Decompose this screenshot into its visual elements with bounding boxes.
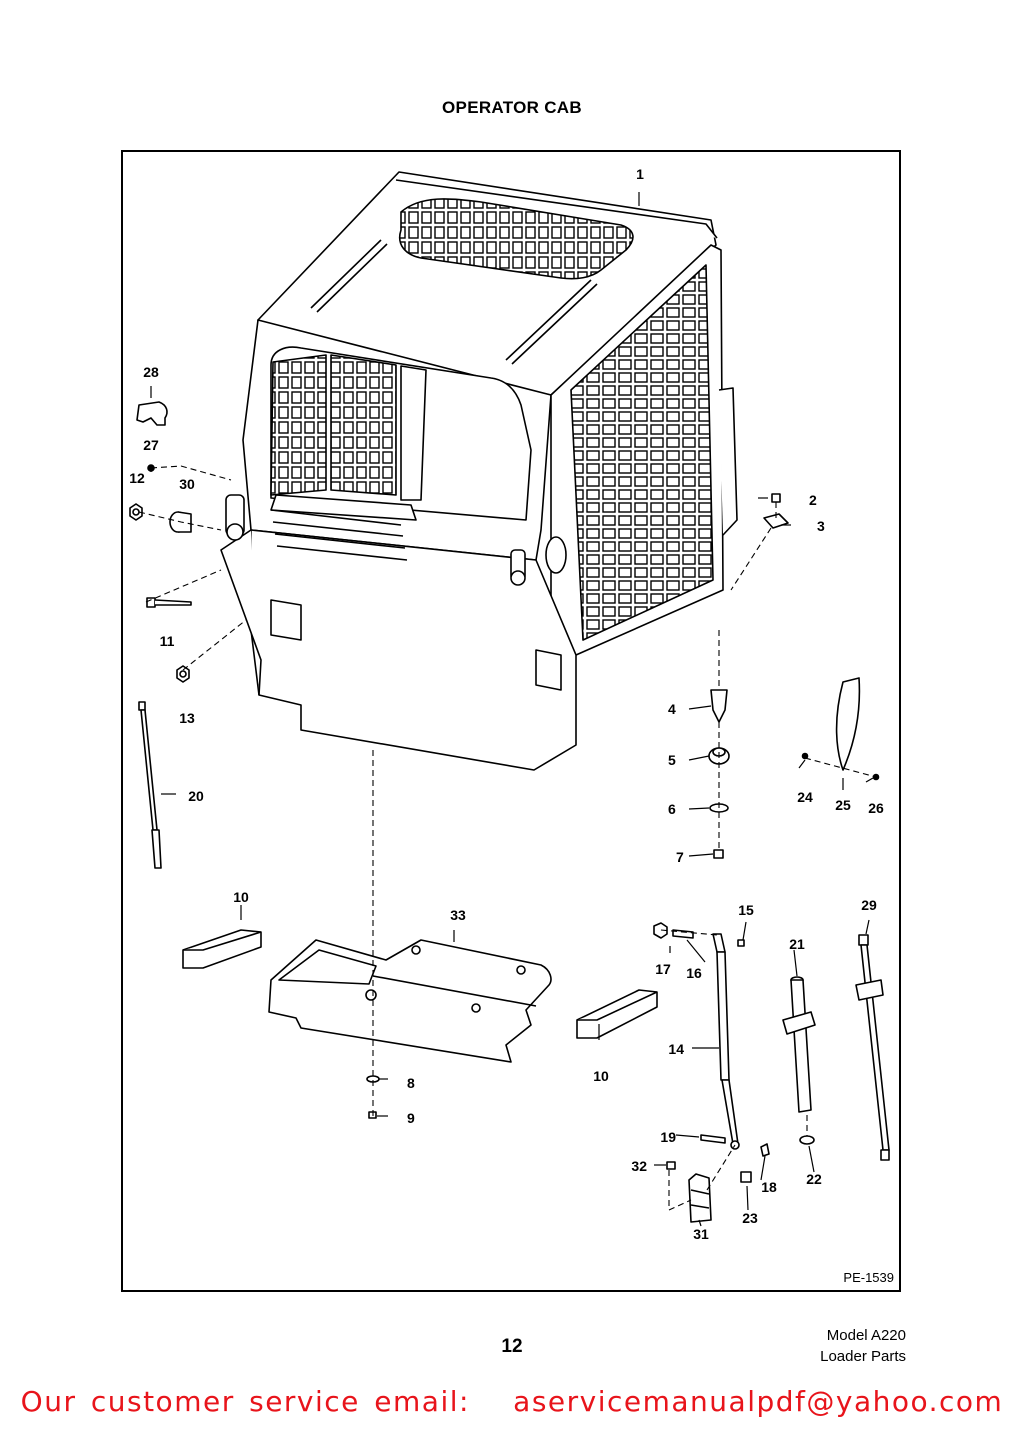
operator-cab-assembly — [220, 171, 738, 771]
callout-25: 25 — [835, 797, 851, 813]
part-20-gas-strut — [138, 701, 162, 869]
part-23-nut — [740, 1171, 752, 1183]
callout-3: 3 — [817, 518, 825, 534]
callout-28: 28 — [143, 364, 159, 380]
part-7-nut — [713, 849, 724, 859]
model-name: Model A220 — [826, 1327, 906, 1344]
callout-1: 1 — [636, 166, 644, 182]
part-10-pad-left — [182, 929, 262, 969]
footer-contact: Our customer service email: aservicemanu… — [20, 1385, 1004, 1418]
callout-12: 12 — [129, 470, 145, 486]
callout-7: 7 — [676, 849, 684, 865]
callout-20: 20 — [188, 788, 204, 804]
callout-21: 21 — [789, 936, 805, 952]
part-10-pad-right — [576, 989, 658, 1039]
part-30-spacer — [169, 511, 192, 533]
callout-33: 33 — [450, 907, 466, 923]
part-31-bracket — [688, 1173, 712, 1223]
assembly-lines — [138, 465, 877, 1211]
operator-cab-exploded-diagram: 1 2 3 4 5 6 7 8 9 10 10 11 12 13 14 15 1… — [129, 166, 890, 1242]
part-4-mount-bolt — [710, 689, 728, 723]
part-25-cover — [835, 677, 861, 771]
part-29-rod — [855, 934, 890, 1161]
callout-18: 18 — [761, 1179, 777, 1195]
part-2-nut — [771, 493, 781, 503]
page-title: OPERATOR CAB — [442, 98, 582, 117]
callout-10-left: 10 — [233, 889, 249, 905]
part-28-bushing — [136, 401, 168, 426]
part-32-bolt — [666, 1161, 676, 1170]
part-17-nut — [653, 922, 668, 939]
callout-2: 2 — [809, 492, 817, 508]
page-number: 12 — [501, 1336, 523, 1357]
front-screen-grid — [270, 354, 397, 496]
callout-8: 8 — [407, 1075, 415, 1091]
callout-6: 6 — [668, 801, 676, 817]
callout-5: 5 — [668, 752, 676, 768]
callout-27: 27 — [143, 437, 159, 453]
part-19-pin — [700, 1134, 726, 1144]
callout-4: 4 — [668, 701, 676, 717]
callout-29: 29 — [861, 897, 877, 913]
callout-19: 19 — [660, 1129, 676, 1145]
callout-17: 17 — [655, 961, 671, 977]
callout-9: 9 — [407, 1110, 415, 1126]
callout-30: 30 — [179, 476, 195, 492]
model-info: Model A220 Loader Parts — [820, 1325, 906, 1367]
part-14-gas-strut — [712, 933, 740, 1150]
part-15-clip — [737, 939, 745, 947]
callout-11: 11 — [160, 633, 175, 649]
callout-32: 32 — [631, 1158, 647, 1174]
callout-10-right: 10 — [593, 1068, 609, 1084]
callout-15: 15 — [738, 902, 754, 918]
callout-13: 13 — [179, 710, 195, 726]
callout-23: 23 — [742, 1210, 758, 1226]
diagram-frame — [121, 150, 901, 1292]
part-21-tube — [782, 976, 816, 1113]
part-33-floor-plate — [268, 939, 552, 1063]
callout-22: 22 — [806, 1171, 822, 1187]
part-18-clip — [760, 1143, 770, 1157]
callout-14: 14 — [668, 1041, 684, 1057]
leader-lines — [150, 192, 874, 1227]
part-12-nut — [129, 503, 143, 521]
part-22-washer — [799, 1135, 815, 1145]
callout-16: 16 — [686, 965, 702, 981]
callout-26: 26 — [868, 800, 884, 816]
part-11-bolt — [146, 597, 192, 608]
part-24-screw — [801, 752, 809, 760]
callout-31: 31 — [693, 1226, 709, 1242]
part-13-nut — [176, 665, 190, 683]
drawing-code: PE-1539 — [843, 1270, 894, 1285]
part-16-stud — [672, 929, 694, 939]
callout-24: 24 — [797, 789, 813, 805]
section-name: Loader Parts — [820, 1348, 906, 1365]
